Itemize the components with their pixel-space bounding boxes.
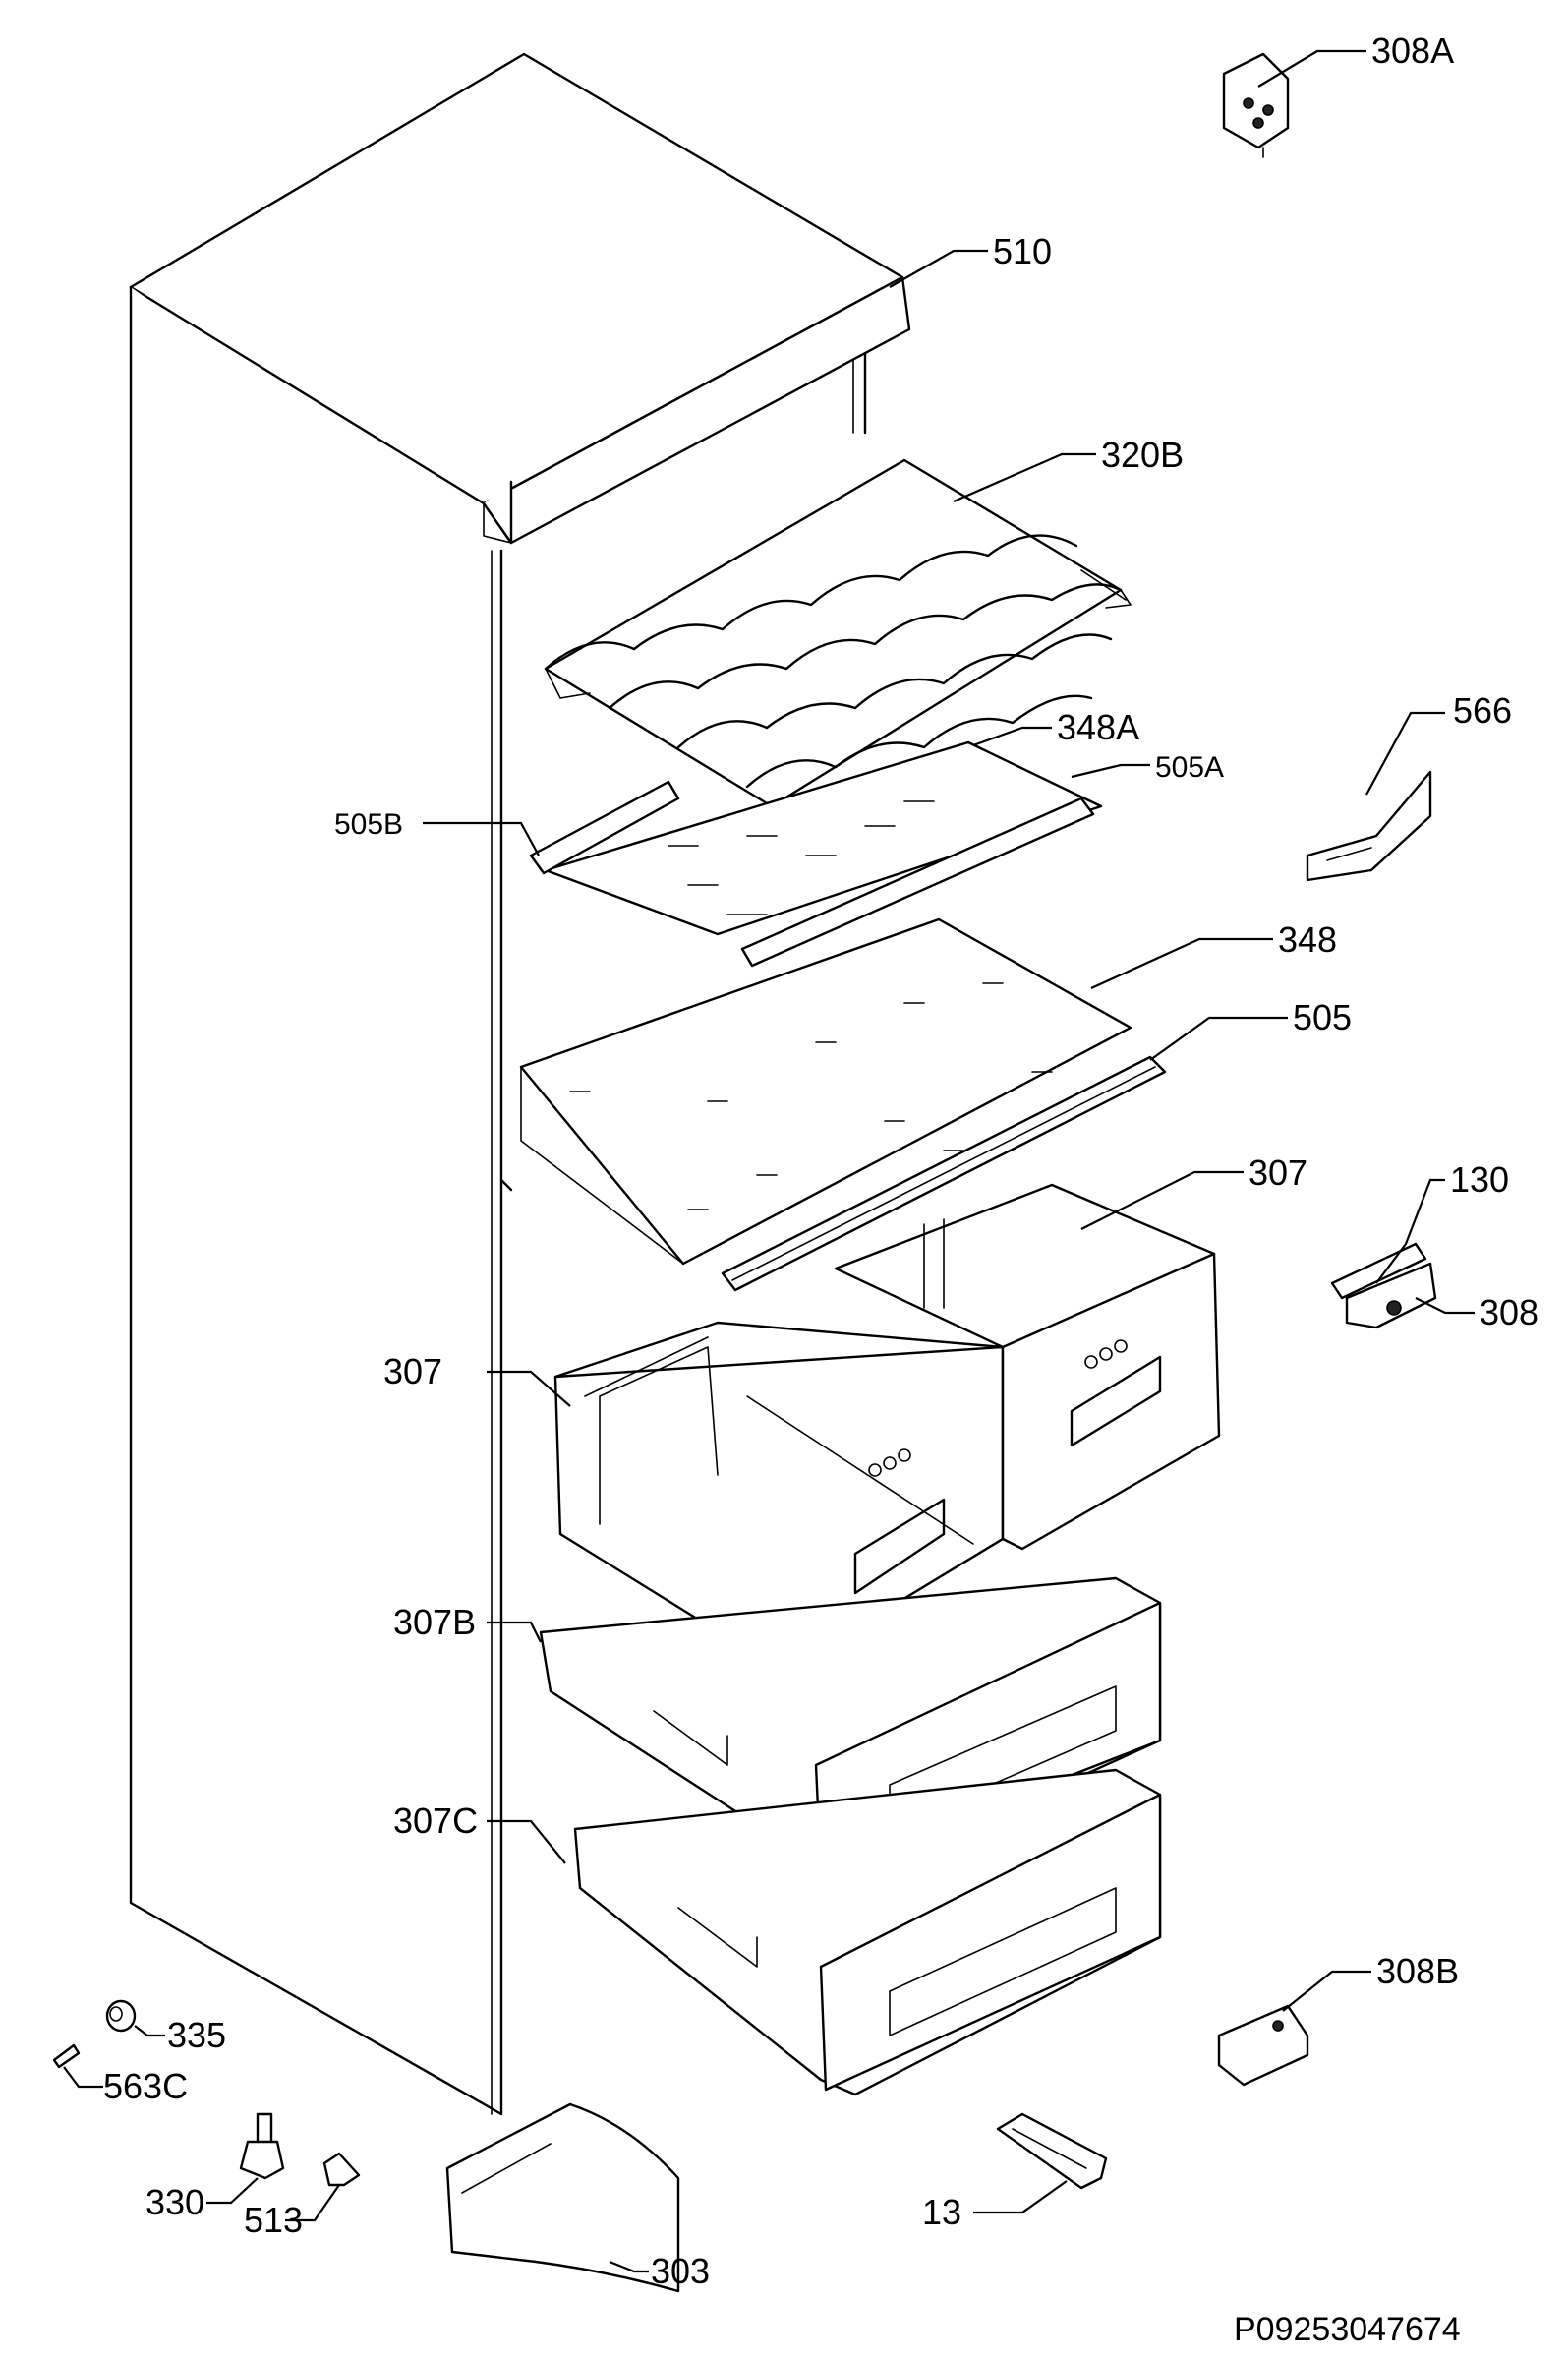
glass-shelf-348 xyxy=(519,917,1132,1266)
top-cover-510 xyxy=(482,275,911,545)
part-labels: 308A 510 320B 566 348A 505A 505B 348 505… xyxy=(103,30,1539,2291)
label-566: 566 xyxy=(1453,690,1512,731)
kickplate-303 xyxy=(445,2102,680,2293)
label-307B: 307B xyxy=(393,1602,476,1642)
label-320B: 320B xyxy=(1101,435,1184,475)
clip-513 xyxy=(322,2152,361,2187)
label-563C: 563C xyxy=(103,2066,188,2106)
label-510: 510 xyxy=(993,231,1052,271)
shelf-trim-505 xyxy=(721,1055,1167,1292)
drawer-307C xyxy=(573,1768,1162,2096)
label-505A: 505A xyxy=(1155,751,1224,784)
foot-330 xyxy=(239,2112,285,2180)
pin-563C xyxy=(52,2043,81,2069)
label-348: 348 xyxy=(1278,919,1337,960)
label-330: 330 xyxy=(145,2182,204,2222)
drawing-reference-number: P09253047674 xyxy=(1234,2311,1461,2348)
leader-lines xyxy=(63,49,1475,2273)
label-308: 308 xyxy=(1480,1292,1539,1332)
hinge-308A xyxy=(1222,52,1290,158)
label-308B: 308B xyxy=(1376,1951,1459,1991)
crisper-drawers-307 xyxy=(553,1183,1221,1664)
cap-335 xyxy=(105,1999,137,2033)
wine-rack-320B xyxy=(544,458,1132,827)
label-513: 513 xyxy=(244,2200,303,2240)
bracket-566 xyxy=(1306,770,1432,882)
handle-13 xyxy=(996,2112,1108,2190)
glass-shelf-348A xyxy=(529,740,1103,968)
cabinet-body xyxy=(129,52,904,2116)
hinge-130-308 xyxy=(1330,1242,1437,1329)
label-13: 13 xyxy=(922,2192,961,2232)
label-335: 335 xyxy=(167,2015,226,2055)
label-505: 505 xyxy=(1293,997,1352,1037)
label-308A: 308A xyxy=(1371,30,1454,71)
label-307-right: 307 xyxy=(1249,1152,1307,1193)
hinge-308B xyxy=(1217,2004,1309,2087)
label-130: 130 xyxy=(1450,1159,1509,1200)
label-307-left: 307 xyxy=(383,1351,442,1391)
label-303: 303 xyxy=(651,2251,710,2291)
label-505B: 505B xyxy=(334,808,403,841)
label-348A: 348A xyxy=(1057,707,1139,747)
label-307C: 307C xyxy=(393,1800,478,1841)
